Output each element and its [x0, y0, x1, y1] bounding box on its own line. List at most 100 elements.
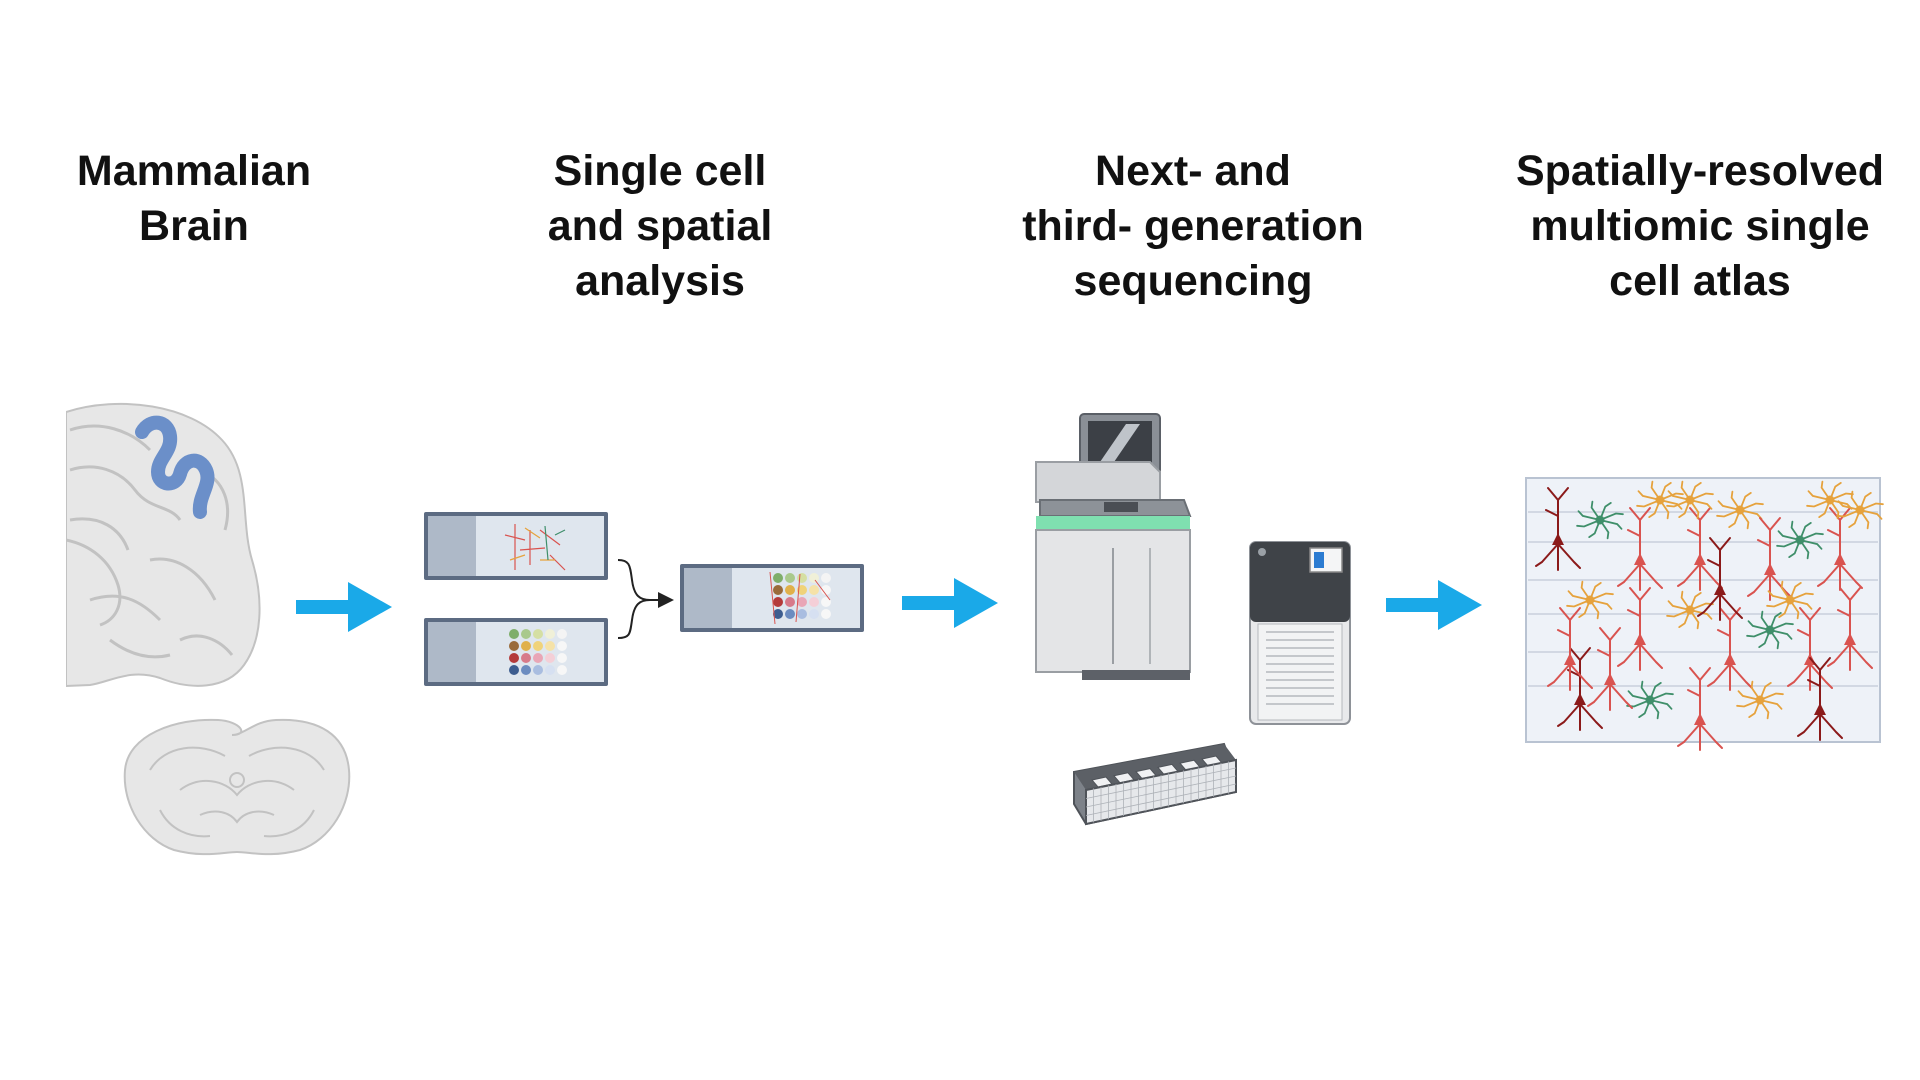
- stellate-neuron: [1666, 590, 1714, 630]
- neuron-dendrites: [1716, 490, 1764, 530]
- neuron-soma: [1724, 653, 1736, 665]
- long-read-sequencer-icon: [1249, 541, 1351, 725]
- spot: [809, 573, 819, 583]
- neuron-soma: [1694, 553, 1706, 565]
- neuron-soma: [1634, 633, 1646, 645]
- neuron-dendrites: [1557, 647, 1603, 731]
- title-line: sequencing: [1073, 257, 1313, 305]
- neuron-dendrites: [1617, 507, 1663, 591]
- title-line: Spatially-resolved: [1515, 147, 1885, 195]
- spot: [521, 665, 531, 675]
- neuron-dendrites: [1817, 507, 1863, 591]
- title-line: cell atlas: [1609, 257, 1791, 305]
- pyramidal-neuron: [1617, 507, 1663, 591]
- stellate-neuron: [1716, 490, 1764, 530]
- pyramidal-neuron: [1747, 517, 1793, 601]
- neuron-soma: [1595, 515, 1605, 525]
- human-brain-ventricle: [66, 538, 122, 627]
- neuron-dendrites: [1666, 590, 1714, 630]
- stellate-neuron: [1746, 610, 1794, 650]
- spot: [773, 609, 783, 619]
- spot: [521, 653, 531, 663]
- neuron-dendrites: [1547, 607, 1593, 691]
- stellate-neuron: [1626, 680, 1674, 720]
- neuron-dendrites: [1827, 587, 1873, 671]
- neuron-soma: [1825, 495, 1835, 505]
- stellate-neuron: [1836, 490, 1884, 530]
- spot: [797, 573, 807, 583]
- neuron-cells: [1535, 480, 1884, 751]
- title-line: Brain: [139, 202, 249, 250]
- stellate-neuron: [1576, 500, 1624, 540]
- title-line: multiomic single: [1530, 202, 1870, 250]
- spot: [797, 585, 807, 595]
- neuron-soma: [1765, 625, 1775, 635]
- human-brain-gyri: [69, 424, 234, 659]
- spot-array-slide-icon: [424, 618, 608, 686]
- neuron-dendrites: [1535, 487, 1581, 571]
- neuron-dendrites: [1626, 680, 1674, 720]
- deck-slot: [1104, 502, 1138, 512]
- spot: [533, 665, 543, 675]
- pyramidal-neuron: [1677, 667, 1723, 751]
- stellate-neuron: [1766, 580, 1814, 620]
- neuron-dendrites: [1736, 680, 1784, 720]
- spot-grid: [509, 629, 567, 675]
- spot: [533, 629, 543, 639]
- right-arrow-icon: [296, 582, 392, 632]
- vent-grille: [1266, 631, 1334, 705]
- spot: [797, 597, 807, 607]
- neuron-soma: [1585, 595, 1595, 605]
- slide-body: [476, 516, 604, 576]
- title-line: Mammalian: [76, 147, 312, 195]
- spot: [521, 641, 531, 651]
- pyramidal-neuron: [1587, 627, 1633, 711]
- display-stripe: [1314, 552, 1324, 568]
- spot: [545, 641, 555, 651]
- neuron-soma: [1844, 633, 1856, 645]
- pyramidal-neuron: [1797, 657, 1843, 741]
- spot: [533, 641, 543, 651]
- neuron-dendrites: [1766, 580, 1814, 620]
- slide-end: [428, 516, 476, 576]
- merge-bracket: [617, 559, 651, 639]
- cortex-highlight: [135, 415, 215, 519]
- stellate-neuron: [1666, 480, 1714, 520]
- neuron-dendrites: [1747, 517, 1793, 601]
- flow-cell-top: [1074, 744, 1236, 790]
- pyramidal-neuron: [1827, 587, 1873, 671]
- spot: [557, 641, 567, 651]
- spot: [821, 585, 831, 595]
- neuron-soma: [1795, 535, 1805, 545]
- atlas-layer-lines: [1528, 511, 1878, 687]
- grid-line: [1085, 775, 1237, 808]
- spot: [797, 609, 807, 619]
- neuron-dendrites: [1697, 537, 1743, 621]
- sequencer-instrument-icon: [1035, 413, 1192, 680]
- neuron-atlas-icon: [1525, 477, 1884, 751]
- spot: [509, 641, 519, 651]
- flow-arrows: [296, 578, 1482, 632]
- pyramidal-neuron: [1547, 607, 1593, 691]
- neuron-soma: [1574, 693, 1586, 705]
- neuron-dendrites: [1617, 587, 1663, 671]
- spot: [557, 629, 567, 639]
- neuron-dendrites: [1566, 580, 1614, 620]
- power-indicator: [1258, 548, 1266, 556]
- neuron-soma: [1564, 653, 1576, 665]
- neuron-soma: [1634, 553, 1646, 565]
- neuron-soma: [1834, 553, 1846, 565]
- spot: [509, 665, 519, 675]
- neuron-soma: [1814, 703, 1826, 715]
- neuron-dendrites: [1797, 657, 1843, 741]
- spot: [773, 597, 783, 607]
- spot: [785, 597, 795, 607]
- spot: [557, 665, 567, 675]
- neuron-soma: [1604, 673, 1616, 685]
- stellate-neuron: [1566, 580, 1614, 620]
- title-line: third- generation: [1022, 202, 1364, 250]
- human-brain-coronal-icon: [66, 402, 261, 688]
- spot: [821, 609, 831, 619]
- spot: [509, 629, 519, 639]
